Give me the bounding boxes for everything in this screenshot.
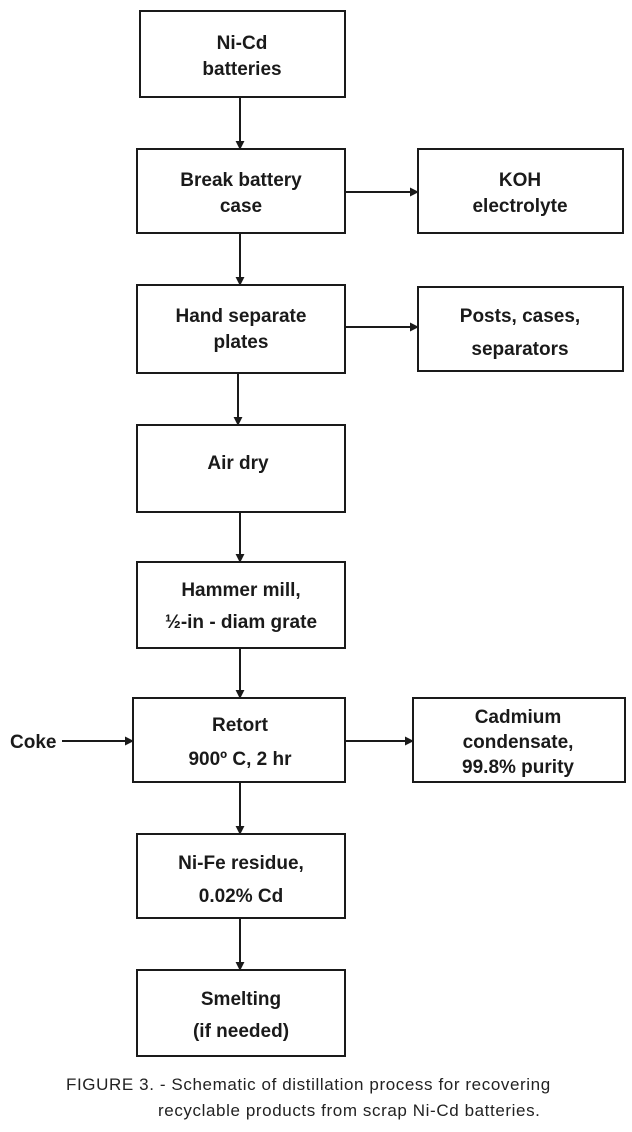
box-batteries — [139, 10, 346, 98]
box-hammer-mill — [136, 561, 346, 649]
label-posts-line1: Posts, cases, — [460, 306, 580, 327]
caption-line1: FIGURE 3. - Schematic of distillation pr… — [66, 1075, 551, 1094]
box-cadmium — [412, 697, 626, 783]
box-hand-separate — [136, 284, 346, 374]
label-smelting-line2: (if needed) — [193, 1021, 289, 1042]
label-residue-line2: 0.02% Cd — [199, 886, 283, 907]
label-cadmium-line1: Cadmium — [475, 707, 562, 728]
process-boxes — [132, 10, 626, 1057]
box-residue — [136, 833, 346, 919]
box-labels: Ni-Cd batteries Break battery case KOH e… — [165, 33, 580, 1042]
label-hand-separate-line1: Hand separate — [176, 306, 307, 327]
label-break-case-line2: case — [220, 196, 262, 217]
figure-caption: FIGURE 3. - Schematic of distillation pr… — [66, 1072, 626, 1124]
label-batteries-line1: Ni-Cd — [217, 33, 268, 54]
flowchart: Ni-Cd batteries Break battery case KOH e… — [10, 10, 626, 1057]
label-smelting-line1: Smelting — [201, 989, 281, 1010]
label-batteries-line2: batteries — [202, 59, 281, 80]
box-air-dry — [136, 424, 346, 513]
label-koh-line2: electrolyte — [472, 196, 567, 217]
label-break-case-line1: Break battery — [180, 170, 302, 191]
box-retort — [132, 697, 346, 783]
label-hammer-mill-line1: Hammer mill, — [181, 580, 300, 601]
label-residue-line1: Ni-Fe residue, — [178, 853, 304, 874]
label-air-dry: Air dry — [207, 453, 269, 474]
label-cadmium-line2: condensate, — [463, 732, 574, 753]
label-hand-separate-line2: plates — [214, 332, 269, 353]
label-coke: Coke — [10, 732, 56, 753]
label-hammer-mill-line2: ½-in - diam grate — [165, 612, 317, 633]
box-koh — [417, 148, 624, 234]
label-retort-line2: 900º C, 2 hr — [188, 749, 292, 770]
label-koh-line1: KOH — [499, 170, 541, 191]
caption-line2: recyclable products from scrap Ni-Cd bat… — [158, 1101, 541, 1120]
label-cadmium-line3: 99.8% purity — [462, 757, 574, 778]
box-posts — [417, 286, 624, 372]
connectors — [62, 97, 419, 971]
label-retort-line1: Retort — [212, 715, 269, 736]
label-posts-line2: separators — [471, 339, 568, 360]
box-smelting — [136, 969, 346, 1057]
box-break-case — [136, 148, 346, 234]
